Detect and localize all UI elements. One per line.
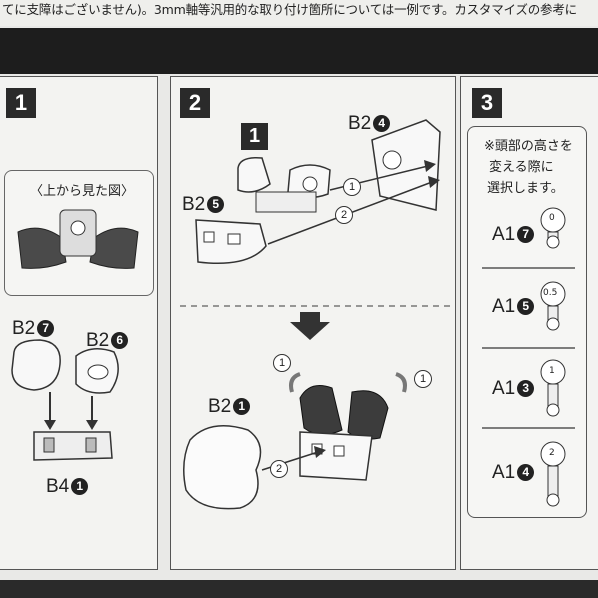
height-note-line-1: ※頭部の高さを bbox=[484, 139, 573, 154]
height-marker-2: 2 bbox=[549, 448, 555, 458]
arrow-marker-1: 1 bbox=[343, 178, 361, 196]
arrow-marker-2: 2 bbox=[335, 206, 353, 224]
option-number-badge: 7 bbox=[517, 226, 535, 243]
height-options-box bbox=[467, 126, 587, 518]
step-2-number: 2 bbox=[180, 88, 210, 118]
option-number-badge: 4 bbox=[517, 464, 535, 481]
part-code: B4 bbox=[46, 476, 70, 497]
height-marker-0: 0 bbox=[549, 213, 555, 223]
part-number-badge: 4 bbox=[373, 115, 391, 132]
part-code: B2 bbox=[208, 396, 232, 417]
step-3-number: 3 bbox=[472, 88, 502, 118]
bottom-edge bbox=[0, 580, 598, 598]
option-code: A1 bbox=[492, 462, 516, 483]
part-number-badge: 5 bbox=[207, 196, 225, 213]
part-number-badge: 1 bbox=[233, 398, 251, 415]
header-note: てに支障はございません)。3mm軸等汎用的な取り付け箇所については一例です。カス… bbox=[0, 0, 598, 26]
part-code: B2 bbox=[86, 330, 110, 351]
option-number-badge: 5 bbox=[517, 298, 535, 315]
height-marker-1: 1 bbox=[549, 366, 555, 376]
step-2-top-assembly bbox=[195, 119, 441, 265]
part-code: B2 bbox=[182, 194, 206, 215]
step-2-bottom-assembly bbox=[183, 372, 407, 510]
height-note-line-3: 選択します。 bbox=[487, 181, 564, 196]
part-code: B2 bbox=[348, 113, 372, 134]
option-code: A1 bbox=[492, 296, 516, 317]
option-number-badge: 3 bbox=[517, 380, 535, 397]
step-2-substep-number: 1 bbox=[241, 123, 268, 150]
part-number-badge: 7 bbox=[37, 320, 55, 337]
step-2-down-arrow bbox=[290, 312, 330, 340]
height-note-line-2: 変える際に bbox=[489, 160, 554, 175]
step-1-arrows bbox=[44, 392, 98, 430]
part-number-badge: 1 bbox=[71, 478, 89, 495]
part-number-badge: 6 bbox=[111, 332, 129, 349]
option-code: A1 bbox=[492, 378, 516, 399]
part-b4-1-drawing bbox=[33, 431, 113, 461]
step-1-number: 1 bbox=[6, 88, 36, 118]
option-code: A1 bbox=[492, 224, 516, 245]
height-marker-0.5: 0.5 bbox=[543, 288, 558, 298]
rotate-marker-left: 1 bbox=[273, 354, 291, 372]
step-3-options-drawing bbox=[482, 207, 575, 507]
arrow-marker-2-lower: 2 bbox=[270, 460, 288, 478]
part-b2-7-drawing bbox=[11, 339, 61, 391]
top-view-caption: 〈上から見た図〉 bbox=[30, 184, 135, 199]
top-view-illustration bbox=[17, 209, 139, 269]
rotate-marker-right: 1 bbox=[414, 370, 432, 388]
part-b2-6-drawing bbox=[75, 348, 119, 394]
part-code: B2 bbox=[12, 318, 36, 339]
dark-band bbox=[0, 28, 598, 74]
